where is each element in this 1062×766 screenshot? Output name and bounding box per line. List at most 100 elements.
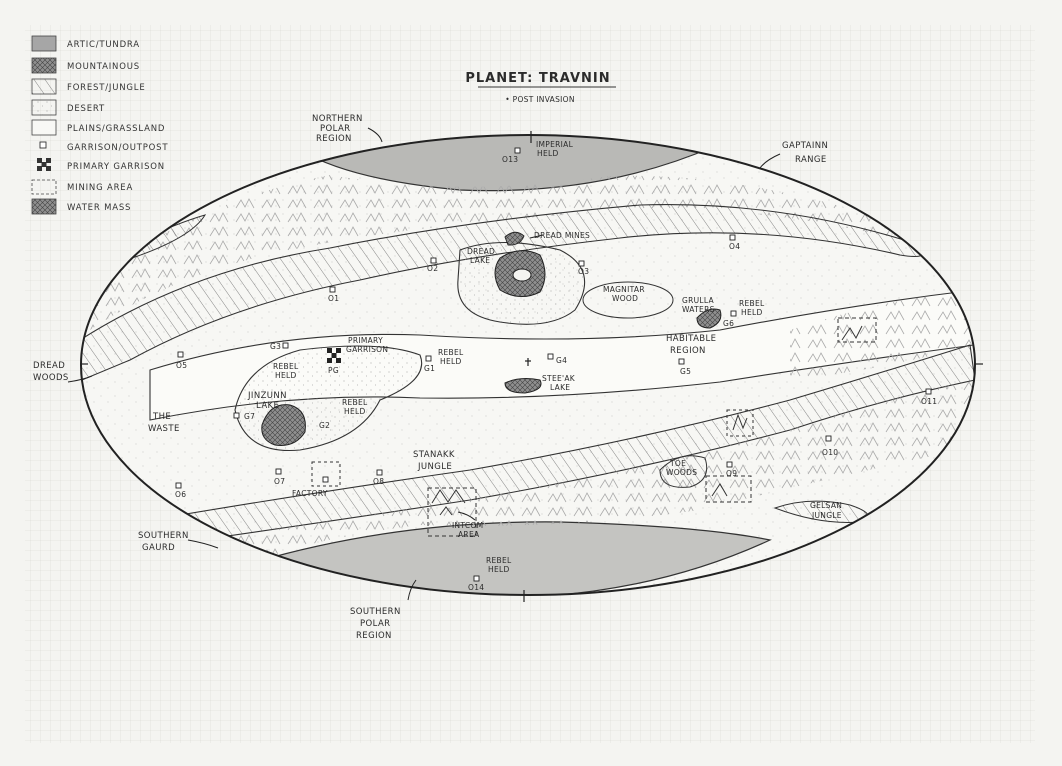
primary-garrison-code: PG: [328, 366, 339, 375]
gelsan-label-2: JUNGLE: [811, 511, 842, 520]
rebel-held-g3-label-1: REBEL: [273, 362, 299, 371]
habitable-label-2: REGION: [670, 346, 706, 356]
legend: ARTIC/TUNDRA MOUNTAINOUS FOREST/JUNGLE D…: [31, 35, 168, 215]
outpost-o8-marker: [376, 469, 383, 476]
legend-label-tundra: ARTIC/TUNDRA: [67, 40, 140, 50]
garrison-g2-code: G2: [319, 421, 330, 430]
outpost-o7-code: O7: [274, 477, 285, 486]
toe-woods-label-2: WOODS: [666, 468, 697, 477]
northern-polar-label-2: POLAR: [320, 124, 350, 134]
outpost-codes: O1 O2 O3 O4 O5 O6 O7 O8 O9 O10 O11 O13 O…: [175, 155, 937, 592]
toe-woods: [659, 455, 708, 488]
mining-area-intcom-icon: [431, 489, 466, 516]
northern-polar-label-1: NORTHERN: [312, 114, 363, 124]
rebel-held-south-label-1: REBEL: [486, 556, 512, 565]
rebel-held-g2-label-1: REBEL: [342, 398, 368, 407]
legend-label-desert: DESERT: [67, 104, 105, 114]
leader-lines: [67, 127, 781, 601]
gaptainn-label-2: RANGE: [795, 155, 827, 165]
outpost-o2-code: O2: [427, 264, 438, 273]
legend-swatch-forest: [31, 78, 57, 95]
the-waste-label-1: THE: [152, 412, 171, 422]
pole-markers: [80, 131, 983, 602]
outpost-o6-code: O6: [175, 490, 186, 499]
northern-mountains: [90, 175, 940, 330]
mining-area-intcom: [427, 487, 477, 537]
grulla-label-2: WATERS: [682, 305, 715, 314]
dread-lake-label-2: LAKE: [470, 256, 490, 265]
jinzunn-label-1: JINZUNN: [247, 391, 287, 401]
planet-outline: [80, 134, 976, 596]
outpost-o8-code: O8: [373, 477, 384, 486]
southern-gaurd-label-1: SOUTHERN: [138, 531, 189, 541]
legend-label-forest: FOREST/JUNGLE: [67, 83, 146, 93]
holding-labels: IMPERIAL HELD REBEL HELD REBEL HELD REBE…: [273, 140, 765, 574]
legend-label-primary: PRIMARY GARRISON: [67, 162, 165, 172]
steeak-label-1: STEE'AK: [542, 374, 576, 383]
southern-polar-label-3: REGION: [356, 631, 392, 641]
rebel-held-south-label-2: HELD: [488, 565, 510, 574]
garrison-g3-marker: [282, 342, 289, 349]
outpost-o14-code: O14: [468, 583, 484, 592]
steeak-label-2: LAKE: [550, 383, 570, 392]
rebel-held-g3-label-2: HELD: [275, 371, 297, 380]
mining-area-gaptainn: [837, 317, 877, 343]
outpost-o10-marker: [825, 435, 832, 442]
jinzunn-lake: [261, 404, 306, 446]
southern-mountains: [200, 380, 975, 565]
stanakk-label-2: JUNGLE: [417, 462, 452, 472]
outpost-o6-marker: [175, 482, 182, 489]
legend-swatch-primary: [37, 158, 51, 171]
mining-area-east: [726, 409, 754, 437]
outpost-o4-marker: [729, 234, 736, 241]
factory-marker: [322, 476, 329, 483]
dread-mines-label: DREAD MINES: [534, 231, 590, 240]
outpost-o3-code: O3: [578, 267, 589, 276]
outpost-o13-code: O13: [502, 155, 518, 164]
gelsan-label-1: GELSAN: [810, 501, 842, 510]
legend-swatch-mining: [31, 179, 57, 195]
primary-garrison-label-2: GARRISON: [346, 345, 388, 354]
primary-garrison-icon: [327, 348, 341, 363]
southern-gaurd-label-2: GAURD: [142, 543, 175, 553]
legend-swatch-mountainous: [31, 57, 57, 74]
outpost-o11-marker: [925, 388, 932, 395]
northern-tundra: [298, 135, 718, 192]
outpost-o13-marker: [514, 147, 521, 154]
feature-labels: DREAD MINES INTCOM AREA FACTORY PRIMARY …: [292, 231, 590, 539]
gaptainn-label-1: GAPTAINN: [782, 141, 828, 151]
outpost-o4-code: O4: [729, 242, 740, 251]
legend-label-mining: MINING AREA: [67, 183, 133, 193]
rebel-held-g2-label-2: HELD: [344, 407, 366, 416]
garrison-g6-code: G6: [723, 319, 734, 328]
garrison-g5-marker: [678, 358, 685, 365]
toe-woods-label-1: TOE: [669, 459, 686, 468]
map-subtitle: • POST INVASION: [505, 95, 575, 104]
map-title: PLANET: TRAVNIN: [465, 71, 610, 86]
legend-label-mountainous: MOUNTAINOUS: [67, 62, 140, 72]
legend-swatch-water: [31, 198, 57, 215]
dread-woods-label-1: DREAD: [33, 361, 65, 371]
primary-garrison-label-1: PRIMARY: [348, 336, 383, 345]
rebel-held-g1-label-1: REBEL: [438, 348, 464, 357]
garrison-g1-marker: [425, 355, 432, 362]
jinzunn-label-2: LAKE: [256, 401, 279, 411]
southern-polar-label-1: SOUTHERN: [350, 607, 401, 617]
outpost-o1-code: O1: [328, 294, 339, 303]
intcom-label-1: INTCOM: [452, 521, 483, 530]
legend-label-garrison: GARRISON/OUTPOST: [67, 143, 168, 153]
rebel-held-g6-label-2: HELD: [741, 308, 763, 317]
garrison-g4-code: G4: [556, 356, 567, 365]
outpost-o5-code: O5: [176, 361, 187, 370]
outpost-markers: [175, 147, 932, 582]
outpost-o10-code: O10: [822, 448, 838, 457]
factory-label: FACTORY: [292, 489, 328, 498]
outpost-o7-marker: [275, 468, 282, 475]
legend-swatch-tundra: [31, 35, 57, 52]
magnitar-label-1: MAGNITAR: [603, 285, 645, 294]
legend-label-water: WATER MASS: [67, 203, 131, 213]
intcom-label-2: AREA: [458, 530, 480, 539]
outpost-o1-marker: [329, 286, 336, 293]
